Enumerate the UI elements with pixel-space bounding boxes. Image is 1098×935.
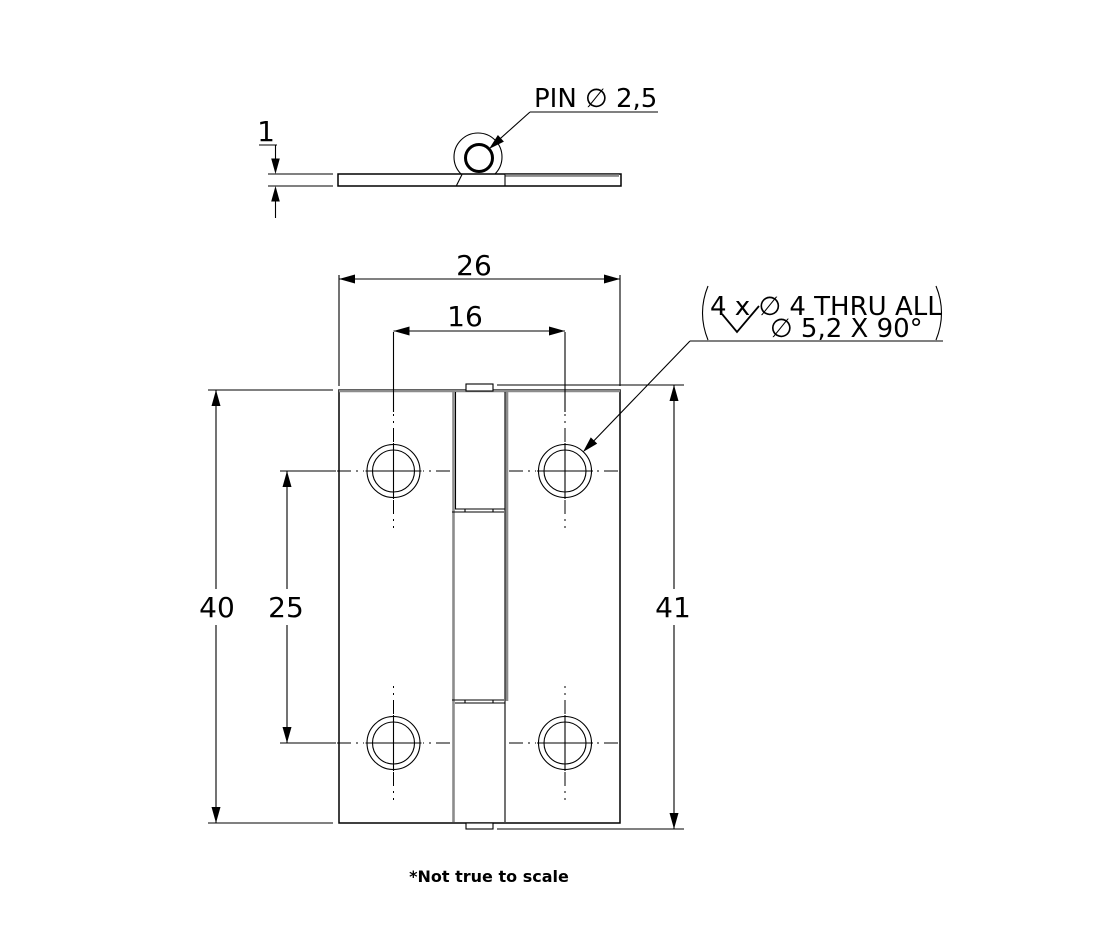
pin-tab-top xyxy=(465,383,494,392)
side-view-bar xyxy=(337,173,622,187)
dim-height-40: 40 xyxy=(199,389,333,824)
callout-paren-left xyxy=(701,285,709,341)
dim-thickness: 1 xyxy=(257,115,280,218)
side-view xyxy=(268,132,622,187)
dim-width-26: 26 xyxy=(338,249,621,386)
callout-paren-right xyxy=(935,285,943,341)
callout-line2: ∅ 5,2 X 90° xyxy=(770,314,923,344)
hole-top-right xyxy=(509,414,618,528)
callout-leader xyxy=(585,340,691,450)
front-view xyxy=(337,383,621,830)
thickness-dim-text: 1 xyxy=(257,115,275,148)
pin-tab-bottom xyxy=(465,822,494,830)
hole-bottom-left xyxy=(337,686,450,800)
pin-callout: PIN ∅ 2,5 xyxy=(489,84,658,149)
barrel-joint-lower xyxy=(452,699,505,704)
dim-overall-41: 41 xyxy=(497,384,691,830)
curl-left-tick xyxy=(456,174,463,186)
hole-span-width-text: 16 xyxy=(447,300,483,333)
hole-bottom-right xyxy=(509,686,618,800)
dim-hole-span-16: 16 xyxy=(392,300,566,412)
barrel-joint-upper xyxy=(452,508,505,513)
pin-circle xyxy=(464,143,494,173)
pin-label: PIN ∅ 2,5 xyxy=(534,84,657,114)
countersink-icon xyxy=(721,305,760,334)
pin-leader-arrow xyxy=(489,135,504,149)
hole-top-left xyxy=(337,414,450,528)
dim-hole-span-25: 25 xyxy=(268,470,336,744)
hole-callout: 4 x ∅ 4 THRU ALL ∅ 5,2 X 90° xyxy=(583,285,943,452)
scale-footnote: *Not true to scale xyxy=(409,867,569,886)
overall-height-text: 41 xyxy=(655,591,691,624)
callout-leader-arrow xyxy=(583,437,598,452)
hole-span-height-text: 25 xyxy=(268,591,304,624)
plate-height-text: 40 xyxy=(199,591,235,624)
width-dim-text: 26 xyxy=(456,249,492,282)
